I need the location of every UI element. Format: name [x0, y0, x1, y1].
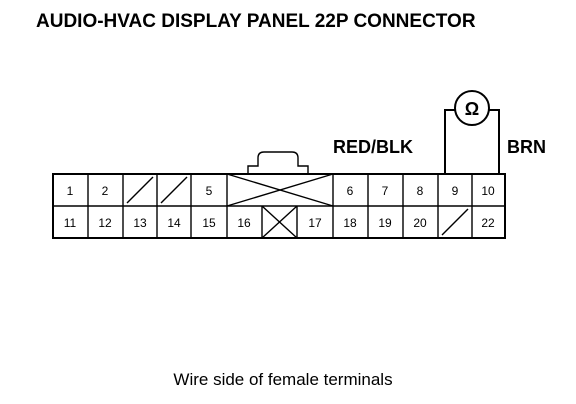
pin-label: 9 — [452, 184, 459, 198]
pin-label: 10 — [481, 184, 495, 198]
bottom-row-dividers — [87, 206, 473, 238]
pin-label: 15 — [202, 216, 216, 230]
ohm-symbol: Ω — [465, 99, 479, 119]
pin-label: 11 — [64, 216, 77, 230]
pin-label: 20 — [413, 216, 427, 230]
ohmmeter-icon — [454, 90, 490, 126]
top-row-dividers — [87, 174, 473, 206]
pin-label: 5 — [206, 184, 213, 198]
pin-label: 19 — [378, 216, 392, 230]
pin-label: 2 — [102, 184, 109, 198]
pin-label: 1 — [67, 184, 74, 198]
pin-label: 12 — [98, 216, 112, 230]
wire-color-brn: BRN — [507, 137, 546, 157]
pin-label: 6 — [347, 184, 354, 198]
wire-color-red-blk: RED/BLK — [333, 137, 413, 157]
pin-label: 8 — [417, 184, 424, 198]
blocked-cavity-top — [226, 173, 334, 207]
empty-cavity-21 — [441, 208, 469, 236]
locking-tab — [247, 151, 309, 174]
top-row-pins: 1 2 5 6 7 8 9 10 — [67, 184, 495, 198]
pin-label: 7 — [382, 184, 389, 198]
pin-label: 18 — [343, 216, 357, 230]
pin-label: 16 — [237, 216, 251, 230]
empty-cavity-3 — [126, 176, 154, 204]
pin-label: 14 — [167, 216, 181, 230]
ohmmeter-leads — [444, 109, 500, 174]
pin-label: 22 — [481, 216, 495, 230]
pin-label: 17 — [308, 216, 322, 230]
pin-label: 13 — [133, 216, 147, 230]
blocked-cavity-bottom — [261, 205, 298, 239]
diagram-title: AUDIO-HVAC DISPLAY PANEL 22P CONNECTOR — [36, 11, 476, 32]
empty-cavity-4 — [160, 176, 188, 204]
diagram-caption: Wire side of female terminals — [173, 370, 392, 389]
bottom-row-pins: 11 12 13 14 15 16 17 18 19 20 22 — [64, 216, 495, 230]
